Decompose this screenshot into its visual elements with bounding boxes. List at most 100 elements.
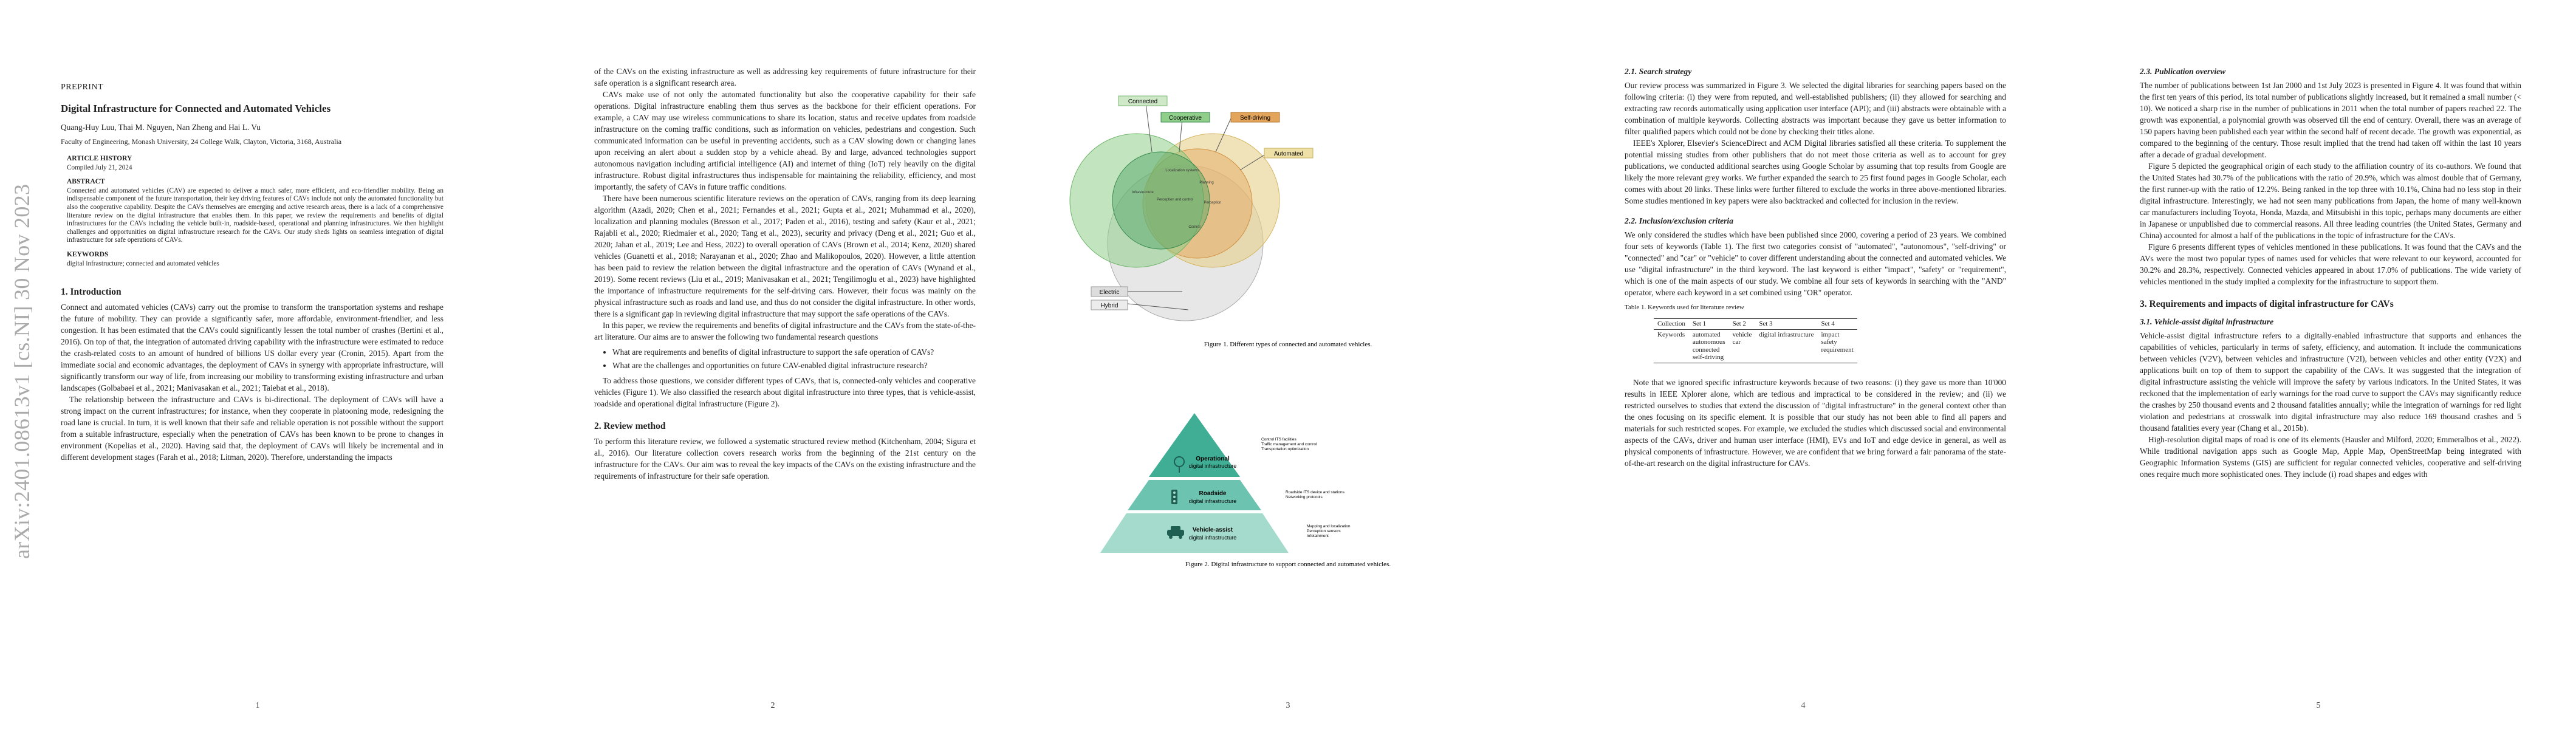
- page-3: Connected Cooperative Self-driving Autom…: [1030, 0, 1546, 729]
- hybrid-label: Hybrid: [1101, 303, 1118, 309]
- introduction-heading: 1. Introduction: [61, 287, 122, 298]
- tier-subtitle: digital infrastructure: [1189, 535, 1237, 541]
- abstract-heading: ABSTRACT: [67, 178, 105, 186]
- paragraph: Note that we ignored specific infrastruc…: [1625, 377, 2006, 468]
- page-number: 2: [770, 701, 775, 710]
- note-line: Networking protocols: [1286, 495, 1323, 499]
- page-2: of the CAVs on the existing infrastructu…: [515, 0, 1030, 729]
- article-history: Compiled July 21, 2024: [67, 163, 132, 171]
- page-4-column: 2.1. Search strategy Our review process …: [1625, 66, 2006, 469]
- table-header: Set 4: [1817, 318, 1857, 330]
- table-cell: automated autonomous connected self-driv…: [1688, 329, 1729, 363]
- pyramid-diagram: Operational digital infrastructure Roads…: [1100, 413, 1351, 553]
- page-4: 2.1. Search strategy Our review process …: [1546, 0, 2061, 729]
- traffic-light-icon: [1171, 490, 1177, 504]
- page-number: 3: [1286, 701, 1290, 710]
- paragraph-continued: of the CAVs on the existing infrastructu…: [594, 67, 976, 87]
- table-cell: Keywords: [1654, 329, 1689, 363]
- figure-2-caption: Figure 2. Digital infrastructure to supp…: [1185, 561, 1391, 568]
- paragraph: Vehicle-assist digital infrastructure re…: [2140, 331, 2521, 433]
- paragraph: Our review process was summarized in Fig…: [1625, 81, 2006, 136]
- pyramid-middle-tier: [1128, 480, 1261, 510]
- note-line: Traffic management and control: [1261, 442, 1317, 447]
- affiliation: Faculty of Engineering, Monash Universit…: [61, 137, 342, 146]
- tier-subtitle: digital infrastructure: [1189, 463, 1237, 469]
- review-method-heading: 2. Review method: [594, 421, 666, 431]
- inclusion-criteria-heading: 2.2. Inclusion/exclusion criteria: [1625, 216, 1734, 225]
- paper-title: Digital Infrastructure for Connected and…: [61, 103, 331, 114]
- note-line: Roadside ITS device and stations: [1286, 490, 1345, 495]
- venn-inner-label: Perception and control: [1157, 198, 1193, 202]
- table-row: Keywords automated autonomous connected …: [1654, 329, 1857, 363]
- page-5-column: 2.3. Publication overview The number of …: [2140, 66, 2521, 480]
- arxiv-identifier: arXiv:2401.08613v1 [cs.NI] 30 Nov 2023: [10, 183, 34, 559]
- vehicle-assist-heading: 3.1. Vehicle-assist digital infrastructu…: [2140, 317, 2274, 326]
- venn-inner-label: Control: [1188, 225, 1200, 229]
- roadside-note: Roadside ITS device and stations Network…: [1286, 490, 1346, 499]
- paragraph: IEEE's Xplorer, Elsevier's ScienceDirect…: [1625, 139, 2006, 205]
- note-line: Mapping and localization: [1307, 524, 1351, 529]
- table-cell: digital infrastructure: [1755, 329, 1818, 363]
- note-line: Perception sensors: [1307, 529, 1341, 533]
- intro-paragraph-2: The relationship between the infrastruct…: [61, 395, 444, 462]
- keywords-heading: KEYWORDS: [67, 250, 109, 258]
- page-number: 1: [255, 701, 260, 710]
- vehicle-assist-note: Mapping and localization Perception sens…: [1307, 524, 1351, 538]
- car-icon: [1167, 526, 1184, 539]
- page-5: 2.3. Publication overview The number of …: [2061, 0, 2576, 729]
- paragraph: There have been numerous scientific lite…: [594, 194, 976, 318]
- tier-title-operational: Operational: [1196, 456, 1230, 462]
- cooperative-circle: [1112, 151, 1210, 250]
- page-number: 5: [2316, 701, 2321, 710]
- connected-circle: [1069, 133, 1204, 268]
- hybrid-label-box: [1091, 299, 1128, 310]
- search-strategy-heading: 2.1. Search strategy: [1625, 67, 1692, 76]
- table-cell: vehicle car: [1728, 329, 1756, 363]
- page-2-column: of the CAVs on the existing infrastructu…: [594, 66, 976, 482]
- paragraph: We only considered the studies which hav…: [1625, 230, 2006, 297]
- satellite-dish-icon: [1174, 456, 1185, 473]
- paragraph: CAVs make use of not only the automated …: [594, 90, 976, 191]
- tier-title-vehicle-assist: Vehicle-assist: [1193, 527, 1233, 533]
- abstract-text: Connected and automated vehicles (CAV) a…: [67, 187, 444, 244]
- table-header: Set 2: [1728, 318, 1756, 330]
- article-history-heading: ARTICLE HISTORY: [67, 155, 132, 162]
- page-1: arXiv:2401.08613v1 [cs.NI] 30 Nov 2023 P…: [0, 0, 515, 729]
- venn-diagram: Connected Cooperative Self-driving Autom…: [1069, 95, 1314, 321]
- tier-title-roadside: Roadside: [1199, 490, 1226, 497]
- note-line: Infotainment: [1307, 534, 1329, 538]
- author-list: Quang-Huy Luu, Thai M. Nguyen, Nan Zheng…: [61, 123, 261, 132]
- paragraph: The number of publications between 1st J…: [2140, 81, 2521, 159]
- paragraph: High-resolution digital maps of road is …: [2140, 435, 2521, 479]
- figures-svg: Connected Cooperative Self-driving Autom…: [1069, 95, 1391, 568]
- keywords-text: digital infrastructure; connected and au…: [67, 259, 219, 267]
- cooperative-label: Cooperative: [1169, 115, 1202, 122]
- paragraph: Figure 5 depicted the geographical origi…: [2140, 162, 2521, 240]
- intro-paragraph-1: Connect and automated vehicles (CAVs) ca…: [61, 303, 444, 393]
- connected-label-box: [1118, 95, 1168, 106]
- paragraph: In this paper, we review the requirement…: [594, 321, 976, 341]
- table-cell: impact safety requirement: [1817, 329, 1857, 363]
- self-driving-label-box: [1230, 112, 1280, 123]
- venn-inner-label: Localization systems: [1165, 169, 1199, 173]
- paragraph: To address those questions, we consider …: [594, 376, 976, 408]
- electric-label: Electric: [1100, 289, 1120, 296]
- table-header: Set 1: [1688, 318, 1729, 330]
- tier-subtitle: digital infrastructure: [1189, 498, 1237, 504]
- figure-1-caption: Figure 1. Different types of connected a…: [1204, 341, 1372, 348]
- preprint-label: PREPRINT: [61, 83, 104, 92]
- pyramid-bottom-tier: [1100, 513, 1289, 553]
- automated-label: Automated: [1274, 151, 1303, 157]
- page-number: 4: [1801, 701, 1806, 710]
- note-line: Control ITS facilities: [1261, 437, 1297, 442]
- keywords-table: Collection Set 1 Set 2 Set 3 Set 4 Keywo…: [1654, 318, 1857, 363]
- publication-overview-heading: 2.3. Publication overview: [2140, 67, 2226, 76]
- table-header: Set 3: [1755, 318, 1818, 330]
- self-driving-label: Self-driving: [1240, 115, 1270, 122]
- cooperative-label-box: [1160, 112, 1210, 123]
- research-question-2: What are the challenges and opportunitie…: [612, 360, 976, 371]
- paragraph: Figure 6 presents different types of veh…: [2140, 242, 2521, 286]
- venn-inner-label: Perception: [1204, 201, 1222, 205]
- paragraph: To perform this literature review, we fo…: [594, 437, 976, 481]
- requirements-heading: 3. Requirements and impacts of digital i…: [2140, 299, 2394, 309]
